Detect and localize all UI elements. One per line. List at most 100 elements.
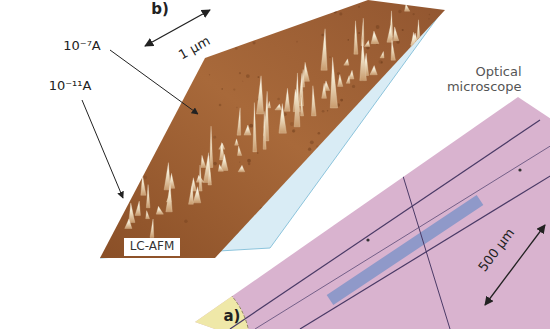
current-spikes <box>117 4 426 237</box>
texture-dot <box>417 176 420 179</box>
texture-dot <box>300 244 302 246</box>
texture-dot <box>367 196 369 198</box>
method-label: Optical microscope <box>437 65 522 95</box>
texture-dot <box>236 107 237 108</box>
current-spike <box>346 76 350 84</box>
yellow-region <box>100 270 250 329</box>
texture-dot <box>351 226 352 227</box>
texture-dot <box>334 10 337 13</box>
current-spike <box>417 20 420 42</box>
current-spike <box>117 203 124 211</box>
texture-dot <box>322 110 325 113</box>
texture-dot <box>134 78 138 82</box>
texture-dot <box>358 6 360 8</box>
texture-dot <box>140 126 141 127</box>
texture-dot <box>338 231 340 233</box>
current-spike <box>322 83 327 98</box>
texture-dot <box>364 247 367 250</box>
texture-dot <box>290 122 294 126</box>
texture-dot <box>441 107 444 110</box>
texture-dot <box>316 145 318 147</box>
texture-dot <box>314 2 317 5</box>
texture-dot <box>423 222 427 226</box>
current-spike <box>218 164 223 171</box>
texture-dot <box>115 145 118 148</box>
texture-dot <box>412 13 414 15</box>
texture-dot <box>167 61 169 63</box>
texture-dot <box>403 228 407 232</box>
current-spike <box>208 166 211 185</box>
texture-dot <box>405 143 407 145</box>
texture-dot <box>432 73 436 77</box>
texture-dot <box>319 237 320 238</box>
texture-dot <box>429 14 430 15</box>
afm-texture <box>99 0 445 252</box>
texture-dot <box>428 140 431 143</box>
texture-dot <box>414 205 417 208</box>
texture-dot <box>239 161 240 162</box>
texture-dot <box>310 140 314 144</box>
texture-dot <box>118 11 119 12</box>
texture-dot <box>184 220 187 223</box>
current-spike <box>294 73 300 127</box>
texture-dot <box>403 220 407 224</box>
current-spike <box>135 201 140 215</box>
current-spike <box>238 165 245 172</box>
panel-letter: a) <box>224 308 241 325</box>
current-spike <box>189 183 194 204</box>
current-spike <box>267 101 270 108</box>
dark-line <box>300 170 550 329</box>
current-spike <box>253 103 257 152</box>
texture-dot <box>271 8 273 10</box>
texture-dot <box>349 231 350 232</box>
texture-dot <box>382 234 386 238</box>
texture-dot <box>246 74 250 78</box>
current-spike <box>330 57 337 108</box>
current-spike <box>164 163 170 190</box>
texture-dot <box>143 176 147 180</box>
current-spike <box>221 154 228 170</box>
texture-dot <box>125 0 128 2</box>
current-spike <box>344 59 349 65</box>
texture-dot <box>365 243 368 246</box>
texture-dot <box>316 223 320 227</box>
current-spike <box>210 126 213 167</box>
current-spike <box>393 27 398 41</box>
current-spike <box>279 104 287 134</box>
texture-dot <box>260 207 263 210</box>
texture-dot <box>209 74 210 75</box>
texture-dot <box>247 159 251 163</box>
texture-dot <box>351 136 353 138</box>
texture-dot <box>352 131 355 134</box>
texture-dot <box>294 185 297 188</box>
texture-dot <box>349 140 351 142</box>
current-spike <box>422 35 427 44</box>
speck <box>518 168 521 171</box>
current-spike <box>201 155 206 167</box>
current-spike <box>150 219 154 237</box>
texture-dot <box>242 81 243 82</box>
current-spike <box>321 29 327 71</box>
current-spike <box>298 73 303 106</box>
texture-dot <box>341 188 344 191</box>
texture-dot <box>414 233 416 235</box>
current-spike <box>370 65 377 74</box>
texture-dot <box>213 162 217 166</box>
panel-letter: b) <box>151 1 169 18</box>
current-spike <box>338 74 343 86</box>
current-spike <box>311 86 316 116</box>
texture-dot <box>403 102 405 104</box>
method-label: LC-AFM <box>124 238 181 256</box>
current-spike <box>380 51 384 58</box>
current-spike <box>301 97 304 116</box>
current-spike <box>244 125 251 135</box>
texture-dot <box>340 99 343 102</box>
texture-dot <box>233 88 235 90</box>
texture-dot <box>109 216 111 218</box>
texture-dot <box>239 72 241 74</box>
current-spike <box>405 4 410 11</box>
texture-dot <box>417 208 419 210</box>
texture-dot <box>141 51 143 53</box>
texture-dot <box>127 27 128 28</box>
